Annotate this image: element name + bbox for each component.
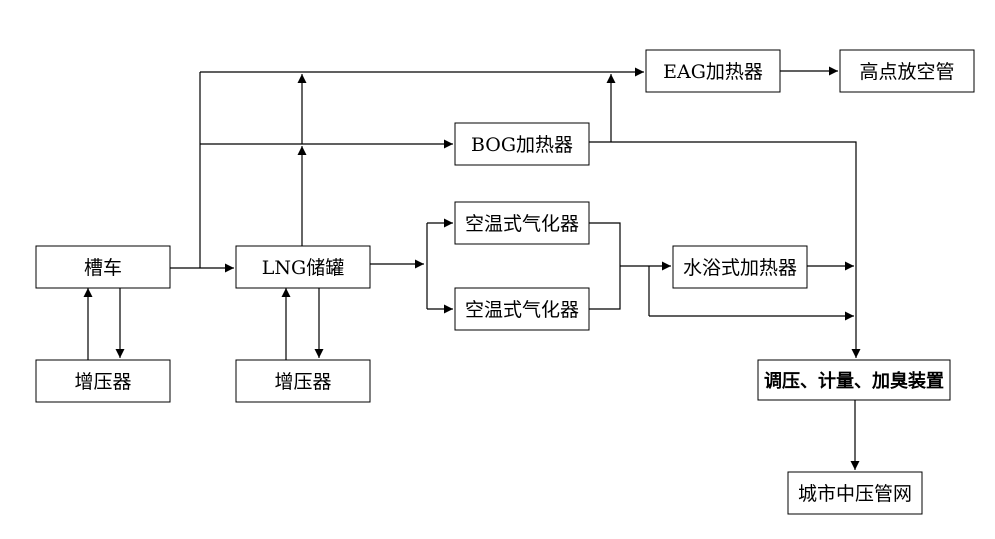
- water-bath-heater-node: 水浴式加热器: [672, 245, 808, 289]
- water-bath-heater-label: 水浴式加热器: [683, 257, 797, 279]
- vaporizer-1-out-line: [589, 222, 621, 310]
- air-vaporizer-2-node: 空温式气化器: [454, 287, 590, 331]
- tanker-label: 槽车: [84, 257, 122, 279]
- city-network-node: 城市中压管网: [787, 471, 923, 515]
- vent-stack-node: 高点放空管: [839, 49, 975, 93]
- tanker-node: 槽车: [35, 245, 171, 289]
- bog-heater-node: BOG加热器: [454, 122, 590, 166]
- air-vaporizer-2-label: 空温式气化器: [465, 299, 579, 321]
- booster-2-label: 增压器: [274, 371, 331, 393]
- regulating-unit-node: 调压、计量、加臭装置: [757, 359, 951, 401]
- bog-heater-label: BOG加热器: [471, 134, 573, 156]
- vent-stack-label: 高点放空管: [859, 61, 954, 83]
- booster-1-node: 增压器: [35, 359, 171, 403]
- booster-1-label: 增压器: [74, 371, 131, 393]
- eag-heater-label: EAG加热器: [663, 61, 763, 83]
- booster-2-node: 增压器: [235, 359, 371, 403]
- lng-tank-node: LNG储罐: [235, 245, 371, 289]
- bog-out-line: [589, 141, 861, 358]
- air-vaporizer-1-node: 空温式气化器: [454, 201, 590, 245]
- eag-heater-node: EAG加热器: [645, 49, 781, 93]
- city-network-label: 城市中压管网: [798, 483, 912, 505]
- air-vaporizer-1-label: 空温式气化器: [465, 213, 579, 235]
- lng-tank-label: LNG储罐: [262, 257, 344, 279]
- regulating-unit-label: 调压、计量、加臭装置: [764, 370, 944, 392]
